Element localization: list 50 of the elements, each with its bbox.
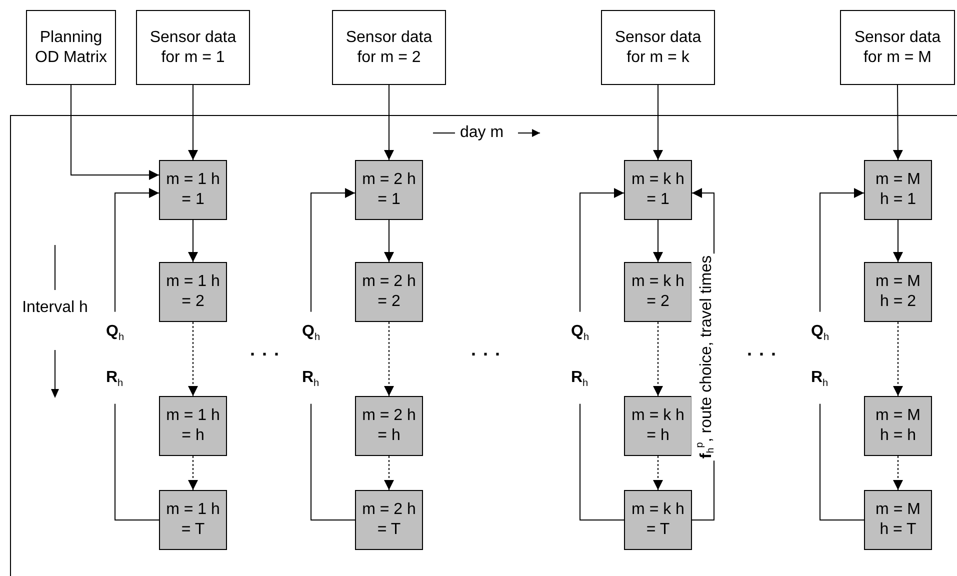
process-box: m = k h = 2 (624, 262, 692, 322)
edge-label: Q$_{h}$ R$_{h}$ (809, 312, 831, 404)
arrow (653, 322, 663, 396)
ellipsis: . . . (250, 340, 280, 360)
input-box: Sensor data for m = M (840, 10, 955, 85)
arrow (188, 220, 198, 262)
process-box: m = 1 h = 1 (159, 160, 227, 220)
edge-label: Q$_{h}$ R$_{h}$ (300, 312, 322, 404)
process-box: m = k h = h (624, 396, 692, 456)
arrow (384, 456, 394, 490)
arrow (384, 322, 394, 396)
arrow (188, 84, 198, 160)
process-box: m = k h = 1 (624, 160, 692, 220)
ellipsis: . . . (747, 340, 777, 360)
edge-label: Q$_{h}$ R$_{h}$ (569, 312, 591, 404)
ellipsis: . . . (471, 340, 501, 360)
arrow (188, 456, 198, 490)
process-box: m = k h = T (624, 490, 692, 550)
input-box: Sensor data for m = 2 (332, 10, 446, 85)
edge-label: Q$_{h}$ R$_{h}$ (104, 312, 126, 404)
arrow (653, 456, 663, 490)
arrow (70, 84, 160, 180)
process-box: m = 1 h = h (159, 396, 227, 456)
arrow (892, 84, 903, 160)
arrow (893, 322, 903, 396)
arrow (114, 188, 160, 520)
process-box: m = 2 h = T (355, 490, 423, 550)
arrow (653, 220, 663, 262)
arrow (310, 188, 356, 520)
arrow (384, 84, 394, 160)
process-box: m = 2 h = 2 (355, 262, 423, 322)
process-box: m = M h = 1 (864, 160, 932, 220)
axis-label: day m (460, 124, 504, 142)
process-box: m = M h = h (864, 396, 932, 456)
input-box: Sensor data for m = 1 (136, 10, 250, 85)
arrow (653, 84, 663, 160)
arrow (893, 220, 903, 262)
process-box: m = M h = T (864, 490, 932, 550)
process-box: m = 1 h = 2 (159, 262, 227, 322)
process-box: m = 2 h = h (355, 396, 423, 456)
arrow (384, 220, 394, 262)
arrow (188, 322, 198, 396)
process-box: m = 2 h = 1 (355, 160, 423, 220)
process-box: m = 1 h = T (159, 490, 227, 550)
input-box: Planning OD Matrix (26, 10, 116, 85)
arrow (820, 188, 864, 520)
process-box: m = M h = 2 (864, 262, 932, 322)
arrow (580, 188, 624, 520)
arrow (893, 456, 903, 490)
input-box: Sensor data for m = k (601, 10, 715, 85)
